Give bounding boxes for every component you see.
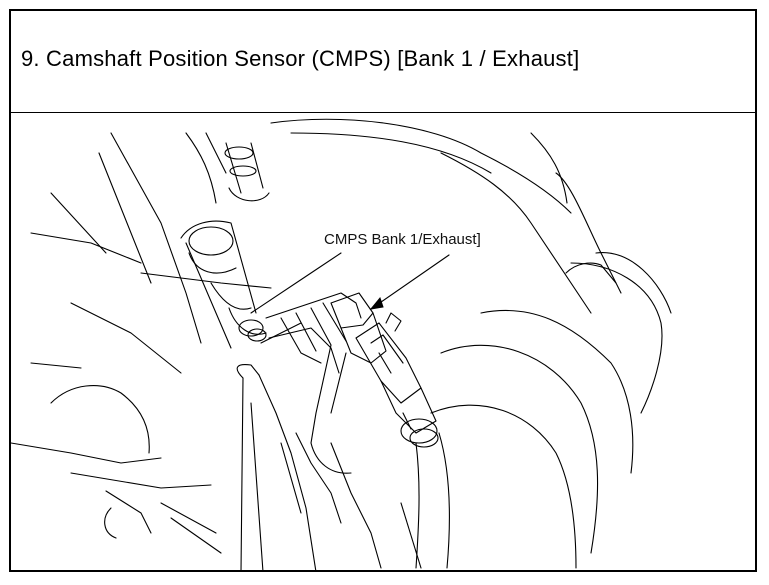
document-frame: 9. Camshaft Position Sensor (CMPS) [Bank… — [9, 9, 757, 572]
title-bar: 9. Camshaft Position Sensor (CMPS) [Bank… — [11, 11, 755, 113]
sensor-illustration: CMPS Bank 1/Exhaust] — [11, 113, 755, 570]
page-title: 9. Camshaft Position Sensor (CMPS) [Bank… — [21, 46, 580, 71]
callout-label: CMPS Bank 1/Exhaust] — [324, 231, 481, 248]
callout-arrow-icon — [369, 296, 384, 310]
engine-line-drawing — [11, 118, 672, 570]
